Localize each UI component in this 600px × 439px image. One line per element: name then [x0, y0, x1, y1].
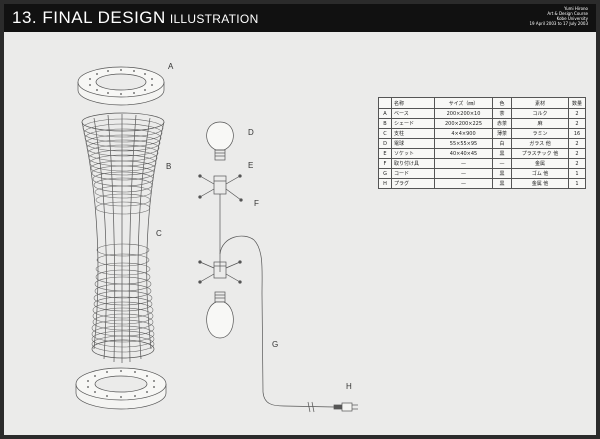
- cell-color: 茶: [492, 108, 512, 119]
- cell-color: 黒: [492, 148, 512, 159]
- cell-color: 白: [492, 138, 512, 149]
- cell-quantity: 2: [568, 138, 586, 149]
- title-subtitle: ILLUSTRATION: [169, 12, 259, 26]
- label-part-e: E: [248, 161, 254, 170]
- credits-block: Yumi Hirono Art & Design Course Kobe Uni…: [529, 6, 588, 26]
- cell-material: 金属: [511, 158, 569, 169]
- plug-icon: [341, 402, 358, 412]
- power-cord: [219, 235, 343, 413]
- label-part-c: C: [156, 229, 162, 238]
- cell-id: D: [378, 138, 392, 149]
- cell-color: 黒: [492, 168, 512, 179]
- base-plate-bottom: [75, 367, 167, 410]
- cell-size: —: [434, 158, 493, 169]
- cell-name: プラグ: [391, 178, 435, 189]
- table-row: G コード — 黒 ゴム 他 1: [378, 168, 586, 179]
- parts-spec-table: 名称 サイズ（㎜） 色 素材 数量 A ベース 200×200×10 茶 コルク…: [378, 97, 586, 189]
- cell-id: A: [378, 108, 392, 119]
- cell-material: 金属 他: [511, 178, 569, 189]
- cell-quantity: 2: [568, 108, 586, 119]
- cell-id: H: [378, 178, 392, 189]
- cell-name: 支柱: [391, 128, 435, 139]
- table-row: F 取り付け具 — — 金属 2: [378, 158, 586, 169]
- cell-material: ゴム 他: [511, 168, 569, 179]
- cell-material: コルク: [511, 108, 569, 119]
- cell-name: シェード: [391, 118, 435, 129]
- table-row: C 支柱 4×4×900 薄茶 ラミン 16: [378, 128, 586, 139]
- socket-and-fixture: [198, 174, 243, 284]
- cell-name: ベース: [391, 108, 435, 119]
- cell-color: 薄茶: [492, 128, 512, 139]
- cell-name: 電球: [391, 138, 435, 149]
- cell-size: 200×200×10: [434, 108, 493, 119]
- cell-color: —: [492, 158, 512, 169]
- cell-material: ラミン: [511, 128, 569, 139]
- col-header-name: 名称: [391, 97, 435, 109]
- cell-id: E: [378, 148, 392, 159]
- table-row: B シェード 200×200×225 赤茶 麻 2: [378, 118, 586, 129]
- table-row: E ソケット 40×40×45 黒 プラスチック 他 2: [378, 148, 586, 159]
- cell-quantity: 2: [568, 118, 586, 129]
- table-header-row: 名称 サイズ（㎜） 色 素材 数量: [378, 97, 586, 109]
- label-part-d: D: [248, 128, 254, 137]
- exploded-view-drawing: [75, 66, 358, 413]
- cell-size: 55×55×95: [434, 138, 493, 149]
- cell-id: F: [378, 158, 392, 169]
- cell-size: —: [434, 178, 493, 189]
- table-row: A ベース 200×200×10 茶 コルク 2: [378, 108, 586, 119]
- cell-quantity: 16: [568, 128, 586, 139]
- cell-name: コード: [391, 168, 435, 179]
- cell-color: 黒: [492, 178, 512, 189]
- credit-dates: 19 April 2003 to 17 July 2003: [529, 21, 588, 26]
- cell-color: 赤茶: [492, 118, 512, 129]
- light-bulb-bottom: [206, 291, 234, 339]
- credit-course: Art & Design Course: [547, 11, 588, 16]
- cell-name: ソケット: [391, 148, 435, 159]
- col-header-color: 色: [492, 97, 512, 109]
- cell-material: ガラス 他: [511, 138, 569, 149]
- label-part-g: G: [272, 340, 279, 349]
- cell-quantity: 1: [568, 168, 586, 179]
- credit-university: Kobe University: [556, 16, 588, 21]
- cell-material: 麻: [511, 118, 569, 129]
- cell-size: 4×4×900: [434, 128, 493, 139]
- cell-quantity: 2: [568, 148, 586, 159]
- cell-quantity: 1: [568, 178, 586, 189]
- cell-quantity: 2: [568, 158, 586, 169]
- label-part-a: A: [168, 62, 174, 71]
- cell-id: B: [378, 118, 392, 129]
- col-header-quantity: 数量: [568, 97, 586, 109]
- col-header-id: [378, 97, 392, 109]
- table-row: H プラグ — 黒 金属 他 1: [378, 178, 586, 189]
- table-row: D 電球 55×55×95 白 ガラス 他 2: [378, 138, 586, 149]
- cell-id: C: [378, 128, 392, 139]
- title-text: 13. FINAL DESIGN: [12, 8, 166, 27]
- label-part-f: F: [254, 199, 259, 208]
- label-part-h: H: [346, 382, 352, 391]
- label-part-b: B: [166, 162, 172, 171]
- cell-name: 取り付け具: [391, 158, 435, 169]
- base-plate-top: [77, 66, 165, 106]
- cell-size: —: [434, 168, 493, 179]
- cell-material: プラスチック 他: [511, 148, 569, 159]
- col-header-material: 素材: [511, 97, 569, 109]
- col-header-size: サイズ（㎜）: [434, 97, 493, 109]
- light-bulb-top: [206, 121, 234, 161]
- cell-id: G: [378, 168, 392, 179]
- cell-size: 40×40×45: [434, 148, 493, 159]
- credit-author: Yumi Hirono: [564, 6, 588, 11]
- cell-size: 200×200×225: [434, 118, 493, 129]
- lamp-shade-and-pillars: [81, 112, 165, 363]
